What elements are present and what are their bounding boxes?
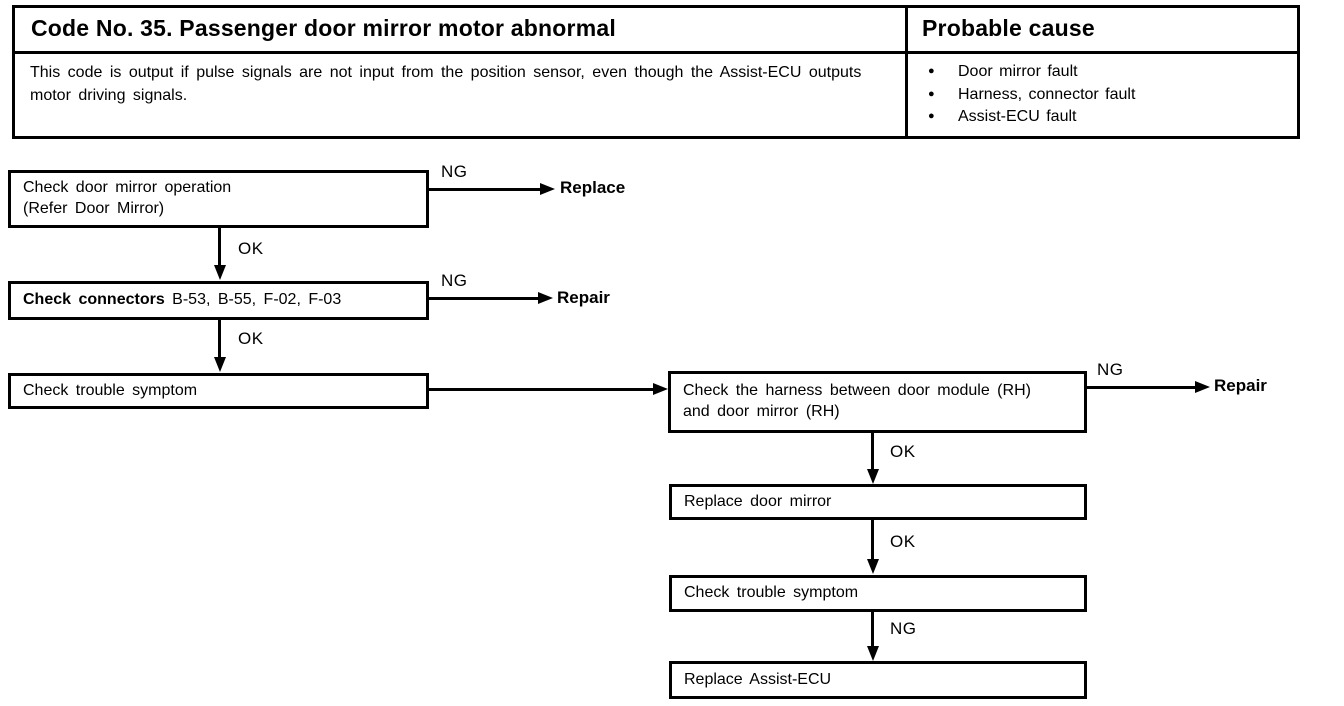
bullet-icon bbox=[922, 106, 958, 129]
connector-line bbox=[429, 388, 655, 391]
flow-box-text-rest: B-53, B-55, F-02, F-03 bbox=[164, 291, 342, 309]
ok-arrow-line-2 bbox=[218, 320, 221, 359]
flow-box-text: Replace Assist-ECU bbox=[684, 670, 832, 688]
flow-box-text: Check trouble symptom bbox=[23, 381, 198, 399]
arrowhead-right-icon bbox=[538, 292, 553, 304]
code-title-cell: Code No. 35. Passenger door mirror motor… bbox=[15, 8, 908, 54]
flow-box-text: and door mirror (RH) bbox=[683, 403, 840, 420]
arrowhead-down-icon bbox=[866, 469, 879, 484]
flow-box-check-connectors: Check connectors B-53, B-55, F-02, F-03 bbox=[8, 281, 429, 320]
result-repair-2: Repair bbox=[1214, 376, 1267, 395]
bullet-icon bbox=[922, 61, 958, 84]
ng-label-3: NG bbox=[1097, 360, 1124, 379]
flow-box-check-harness: Check the harness between door module (R… bbox=[668, 371, 1087, 433]
arrowhead-down-icon bbox=[866, 559, 879, 574]
flow-box-check-trouble-symptom-2: Check trouble symptom bbox=[669, 575, 1087, 612]
probable-cause-list: Door mirror fault Harness, connector fau… bbox=[908, 54, 1297, 136]
arrowhead-right-icon bbox=[1195, 381, 1210, 393]
arrowhead-down-icon bbox=[213, 265, 226, 280]
result-replace: Replace bbox=[560, 178, 626, 197]
code-description: This code is output if pulse signals are… bbox=[30, 64, 862, 104]
flow-box-replace-door-mirror: Replace door mirror bbox=[669, 484, 1087, 520]
flow-box-text: Check connectors B-53, B-55, F-02, F-03 bbox=[23, 290, 426, 311]
ok-arrow-line-3 bbox=[871, 433, 874, 471]
cause-text: Assist-ECU fault bbox=[958, 108, 1077, 126]
ok-label-4: OK bbox=[890, 532, 916, 551]
probable-cause-title: Probable cause bbox=[922, 15, 1095, 41]
code-description-cell: This code is output if pulse signals are… bbox=[15, 54, 908, 136]
flow-box-text: Check trouble symptom bbox=[684, 584, 859, 602]
ok-arrow-line-1 bbox=[218, 228, 221, 267]
ng-arrow-line-2 bbox=[429, 297, 539, 300]
arrowhead-down-icon bbox=[866, 646, 879, 661]
ng-arrow-line-4 bbox=[871, 612, 874, 648]
list-item: Harness, connector fault bbox=[922, 84, 1297, 107]
bullet-icon bbox=[922, 84, 958, 107]
ng-label-2: NG bbox=[441, 271, 468, 290]
code-header-table: Code No. 35. Passenger door mirror motor… bbox=[12, 5, 1300, 139]
ok-label-3: OK bbox=[890, 442, 916, 461]
ok-label-1: OK bbox=[238, 239, 264, 258]
ng-label-4: NG bbox=[890, 619, 917, 638]
result-repair-1: Repair bbox=[557, 288, 610, 307]
code-title: Code No. 35. Passenger door mirror motor… bbox=[31, 15, 616, 41]
arrowhead-down-icon bbox=[213, 357, 226, 372]
ok-label-2: OK bbox=[238, 329, 264, 348]
ng-arrow-line-1 bbox=[429, 188, 541, 191]
ng-label-1: NG bbox=[441, 162, 468, 181]
flow-box-text-bold: Check connectors bbox=[23, 291, 165, 309]
flow-box-text: Replace door mirror bbox=[684, 492, 832, 510]
flow-box-replace-assist-ecu: Replace Assist-ECU bbox=[669, 661, 1087, 699]
flow-box-text: Check the harness between door module (R… bbox=[683, 382, 1031, 400]
ng-arrow-line-3 bbox=[1087, 386, 1197, 389]
cause-text: Harness, connector fault bbox=[958, 85, 1136, 103]
flow-box-text: Check door mirror operation bbox=[23, 179, 232, 197]
probable-cause-header-cell: Probable cause bbox=[908, 8, 1297, 54]
arrowhead-right-icon bbox=[540, 183, 555, 195]
flow-box-check-door-mirror-operation: Check door mirror operation (Refer Door … bbox=[8, 170, 429, 228]
flow-box-text: (Refer Door Mirror) bbox=[23, 200, 165, 217]
arrowhead-right-icon bbox=[653, 383, 668, 395]
list-item: Door mirror fault bbox=[922, 61, 1297, 84]
ok-arrow-line-4 bbox=[871, 520, 874, 561]
cause-text: Door mirror fault bbox=[958, 63, 1078, 80]
list-item: Assist-ECU fault bbox=[922, 106, 1297, 129]
flow-box-check-trouble-symptom-1: Check trouble symptom bbox=[8, 373, 429, 409]
